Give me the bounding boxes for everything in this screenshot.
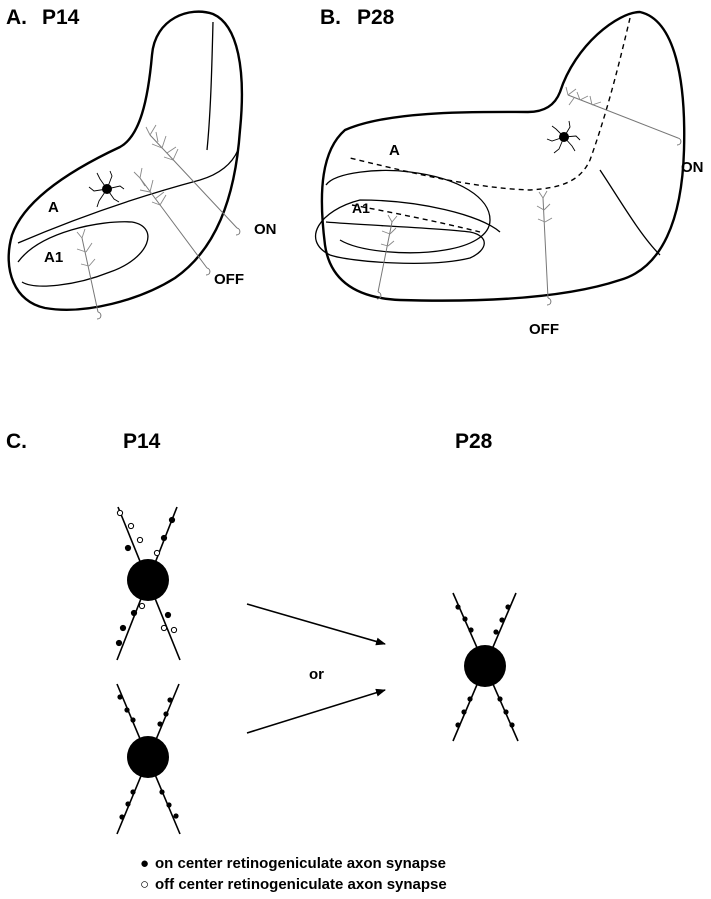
on-synapse-markers-2 xyxy=(117,694,179,820)
on-label: ON xyxy=(254,221,277,238)
layer-a1-label: A1 xyxy=(44,249,63,266)
lamina-dashed-line-a xyxy=(349,17,631,191)
on-axon-arbor-p28 xyxy=(565,86,682,146)
or-label: or xyxy=(309,666,324,683)
panel-b-age: P28 xyxy=(357,6,395,29)
lamina-boundary-b xyxy=(315,199,501,264)
lamina-dashed-line-a1 xyxy=(351,204,481,233)
off-label: OFF xyxy=(214,271,244,288)
p14-neuron-mixed xyxy=(115,506,181,661)
lgn-outline-p28 xyxy=(320,10,686,302)
panel-b: B. P28 A A1 ON OFF xyxy=(315,6,704,338)
arrow-lower xyxy=(246,688,386,734)
legend-off-symbol: ○ xyxy=(140,876,149,893)
layer-a-label-p28: A xyxy=(389,142,400,159)
panel-c-right-age: P28 xyxy=(455,430,493,453)
layer-a1-label-p28: A1 xyxy=(352,200,370,216)
off-axon-arbor-p28 xyxy=(536,190,553,306)
layer-a1-outline xyxy=(17,221,149,287)
lgn-right-edge xyxy=(599,169,661,256)
panel-c-letter: C. xyxy=(6,430,27,453)
off-synapse-markers xyxy=(116,509,178,634)
panel-a-age: P14 xyxy=(42,6,80,29)
off-label-p28: OFF xyxy=(529,321,559,338)
legend: ● on center retinogeniculate axon synaps… xyxy=(140,855,447,893)
panel-c: C. P14 P28 xyxy=(6,430,519,835)
lgn-outline-p14 xyxy=(7,10,244,311)
panel-b-letter: B. xyxy=(320,6,341,29)
on-synapse-markers-p28 xyxy=(455,604,515,728)
relay-cell-p28 xyxy=(546,120,581,154)
lamina-boundary-a xyxy=(17,149,239,244)
layer-a1-outline-p28 xyxy=(325,169,491,254)
arrow-upper xyxy=(246,603,386,646)
legend-off-text: off center retinogeniculate axon synapse xyxy=(155,876,447,893)
panel-a-letter: A. xyxy=(6,6,27,29)
p14-neuron-on xyxy=(116,683,181,835)
on-synapse-markers xyxy=(115,516,176,647)
off-axon-arbor xyxy=(133,167,211,276)
legend-on-symbol: ● xyxy=(140,855,149,872)
a1-axon-arbor-p28 xyxy=(376,214,398,300)
on-label-p28: ON xyxy=(681,159,704,176)
layer-a-label: A xyxy=(48,199,59,216)
a1-axon-arbor xyxy=(76,228,102,320)
relay-cell-p14 xyxy=(88,170,125,208)
lgn-inner-edge xyxy=(206,21,214,151)
panel-a: A. P14 A A1 ON OFF xyxy=(6,6,277,320)
legend-on-text: on center retinogeniculate axon synapse xyxy=(155,855,446,872)
panel-c-left-age: P14 xyxy=(123,430,161,453)
p28-neuron xyxy=(452,592,519,742)
on-axon-arbor xyxy=(145,124,241,236)
